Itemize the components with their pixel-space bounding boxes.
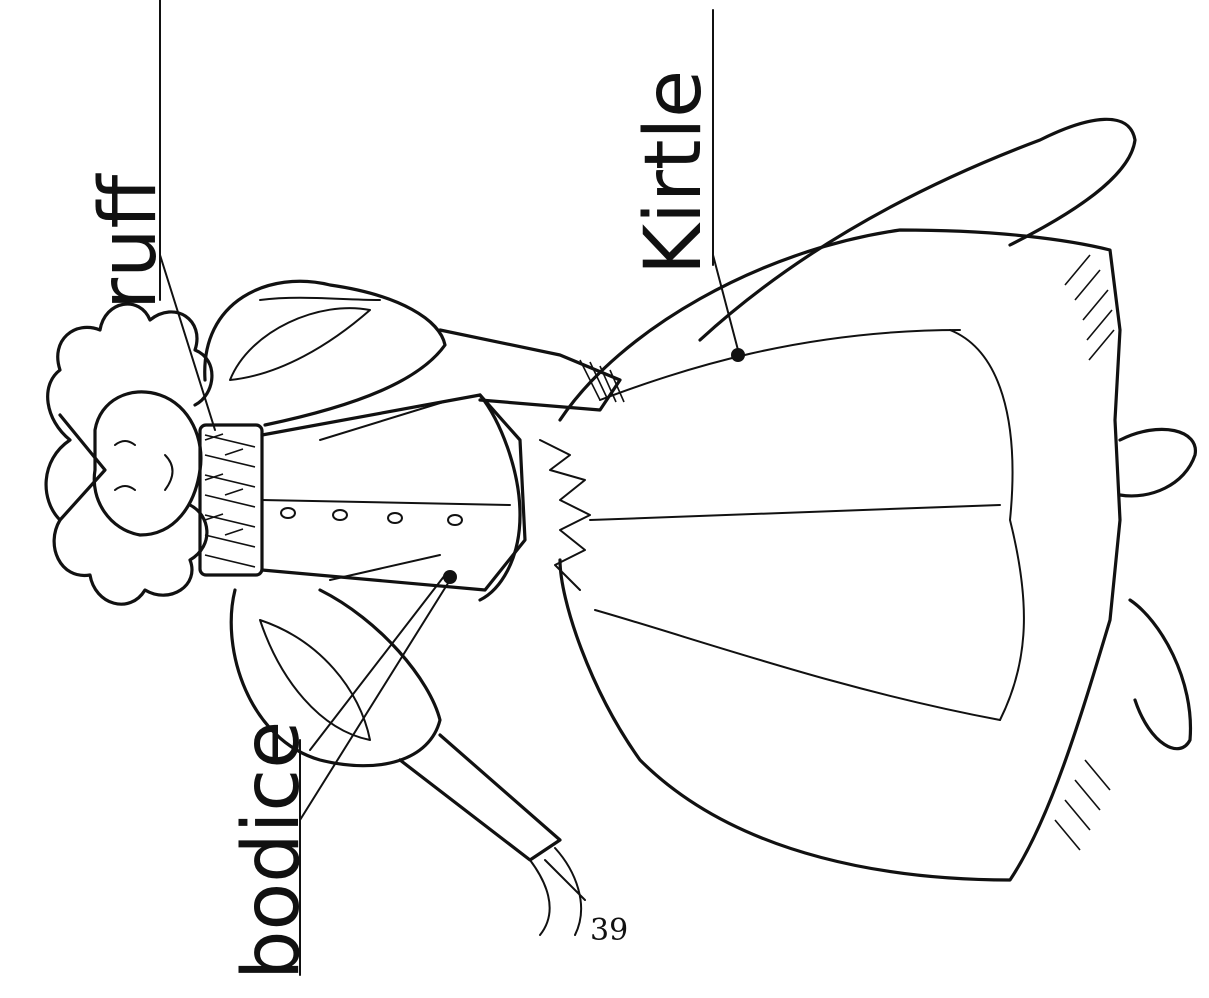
bodice-shape [262,395,525,590]
sleeve-upper [205,281,445,425]
leader-bodice [300,580,450,820]
leader-ruff [160,255,215,430]
hair [46,304,212,604]
label-kirtle-group: Kirtle [629,10,745,362]
leader-bodice-dot [443,570,457,584]
ruff-collar [200,425,262,575]
page-number: 39 [590,913,628,948]
shoe-top [1120,429,1195,496]
label-kirtle: Kirtle [629,70,719,275]
skirt [560,230,1120,880]
eyes [115,441,135,490]
label-bodice: bodice [227,721,317,980]
label-ruff-group: ruff [84,0,215,430]
mouth [165,455,173,490]
leader-bodice-2 [310,575,445,750]
leader-kirtle [713,255,738,350]
face [94,392,201,535]
leader-kirtle-dot [731,348,745,362]
label-bodice-group: bodice [227,570,457,980]
shoe-bottom [1130,600,1190,749]
figure-drawing [46,119,1195,935]
